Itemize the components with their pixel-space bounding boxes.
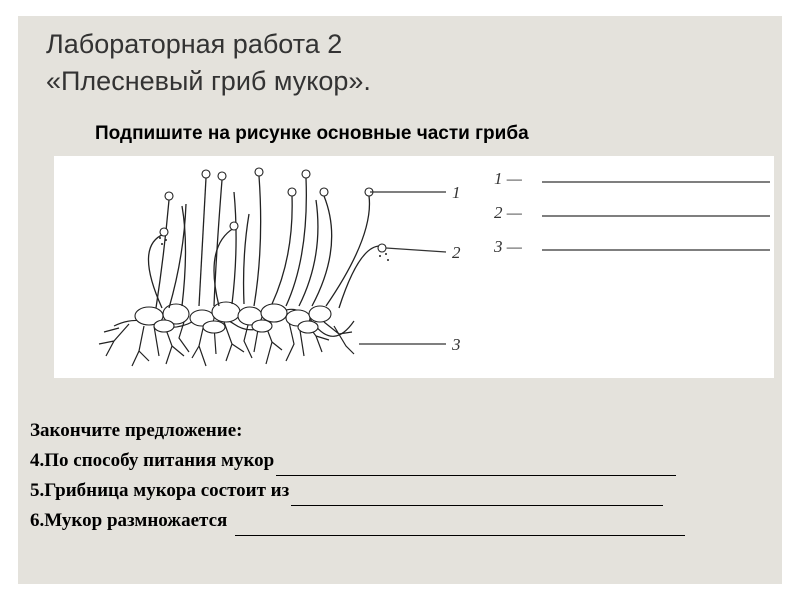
task-5-text: 5.Грибница мукора состоит из — [30, 480, 290, 501]
leader-lines — [359, 191, 447, 345]
task-4: 4.По способу питания мукор — [30, 446, 770, 476]
task-4-answer-line[interactable] — [276, 457, 677, 476]
tasks-block: Закончите предложение: 4.По способу пита… — [30, 416, 770, 536]
task-5: 5.Грибница мукора состоит из — [30, 476, 770, 506]
figure-label-2: 2 — [452, 243, 461, 262]
substrate-cells — [134, 301, 332, 334]
task-6: 6.Мукор размножается — [30, 506, 770, 536]
mucor-figure: 1 2 3 1 — 2 — 3 — — [54, 156, 774, 378]
sporangiophores — [147, 175, 381, 309]
sporangia — [159, 167, 387, 253]
figure-label-3: 3 — [451, 335, 461, 354]
figure-label-1: 1 — [452, 183, 461, 202]
task-6-text: 6.Мукор размножается — [30, 510, 228, 531]
mucor-drawing: 1 2 3 1 — 2 — 3 — — [98, 167, 770, 367]
answer-number-1: 1 — — [494, 169, 523, 188]
slide-title: Лабораторная работа 2 «Плесневый гриб му… — [46, 26, 371, 100]
task-6-answer-line[interactable] — [235, 517, 686, 536]
task-4-text: 4.По способу питания мукор — [30, 450, 275, 471]
instruction-text: Подпишите на рисунке основные части гриб… — [95, 123, 529, 144]
tasks-heading: Закончите предложение: — [30, 420, 243, 441]
slide: Лабораторная работа 2 «Плесневый гриб му… — [18, 16, 782, 584]
answer-number-2: 2 — — [494, 203, 523, 222]
title-line-2: «Плесневый гриб мукор». — [46, 66, 371, 96]
hyphae-roots — [98, 308, 355, 367]
answer-number-3: 3 — — [493, 237, 523, 256]
task-5-answer-line[interactable] — [291, 487, 664, 506]
title-line-1: Лабораторная работа 2 — [46, 29, 343, 59]
spores — [159, 237, 389, 261]
